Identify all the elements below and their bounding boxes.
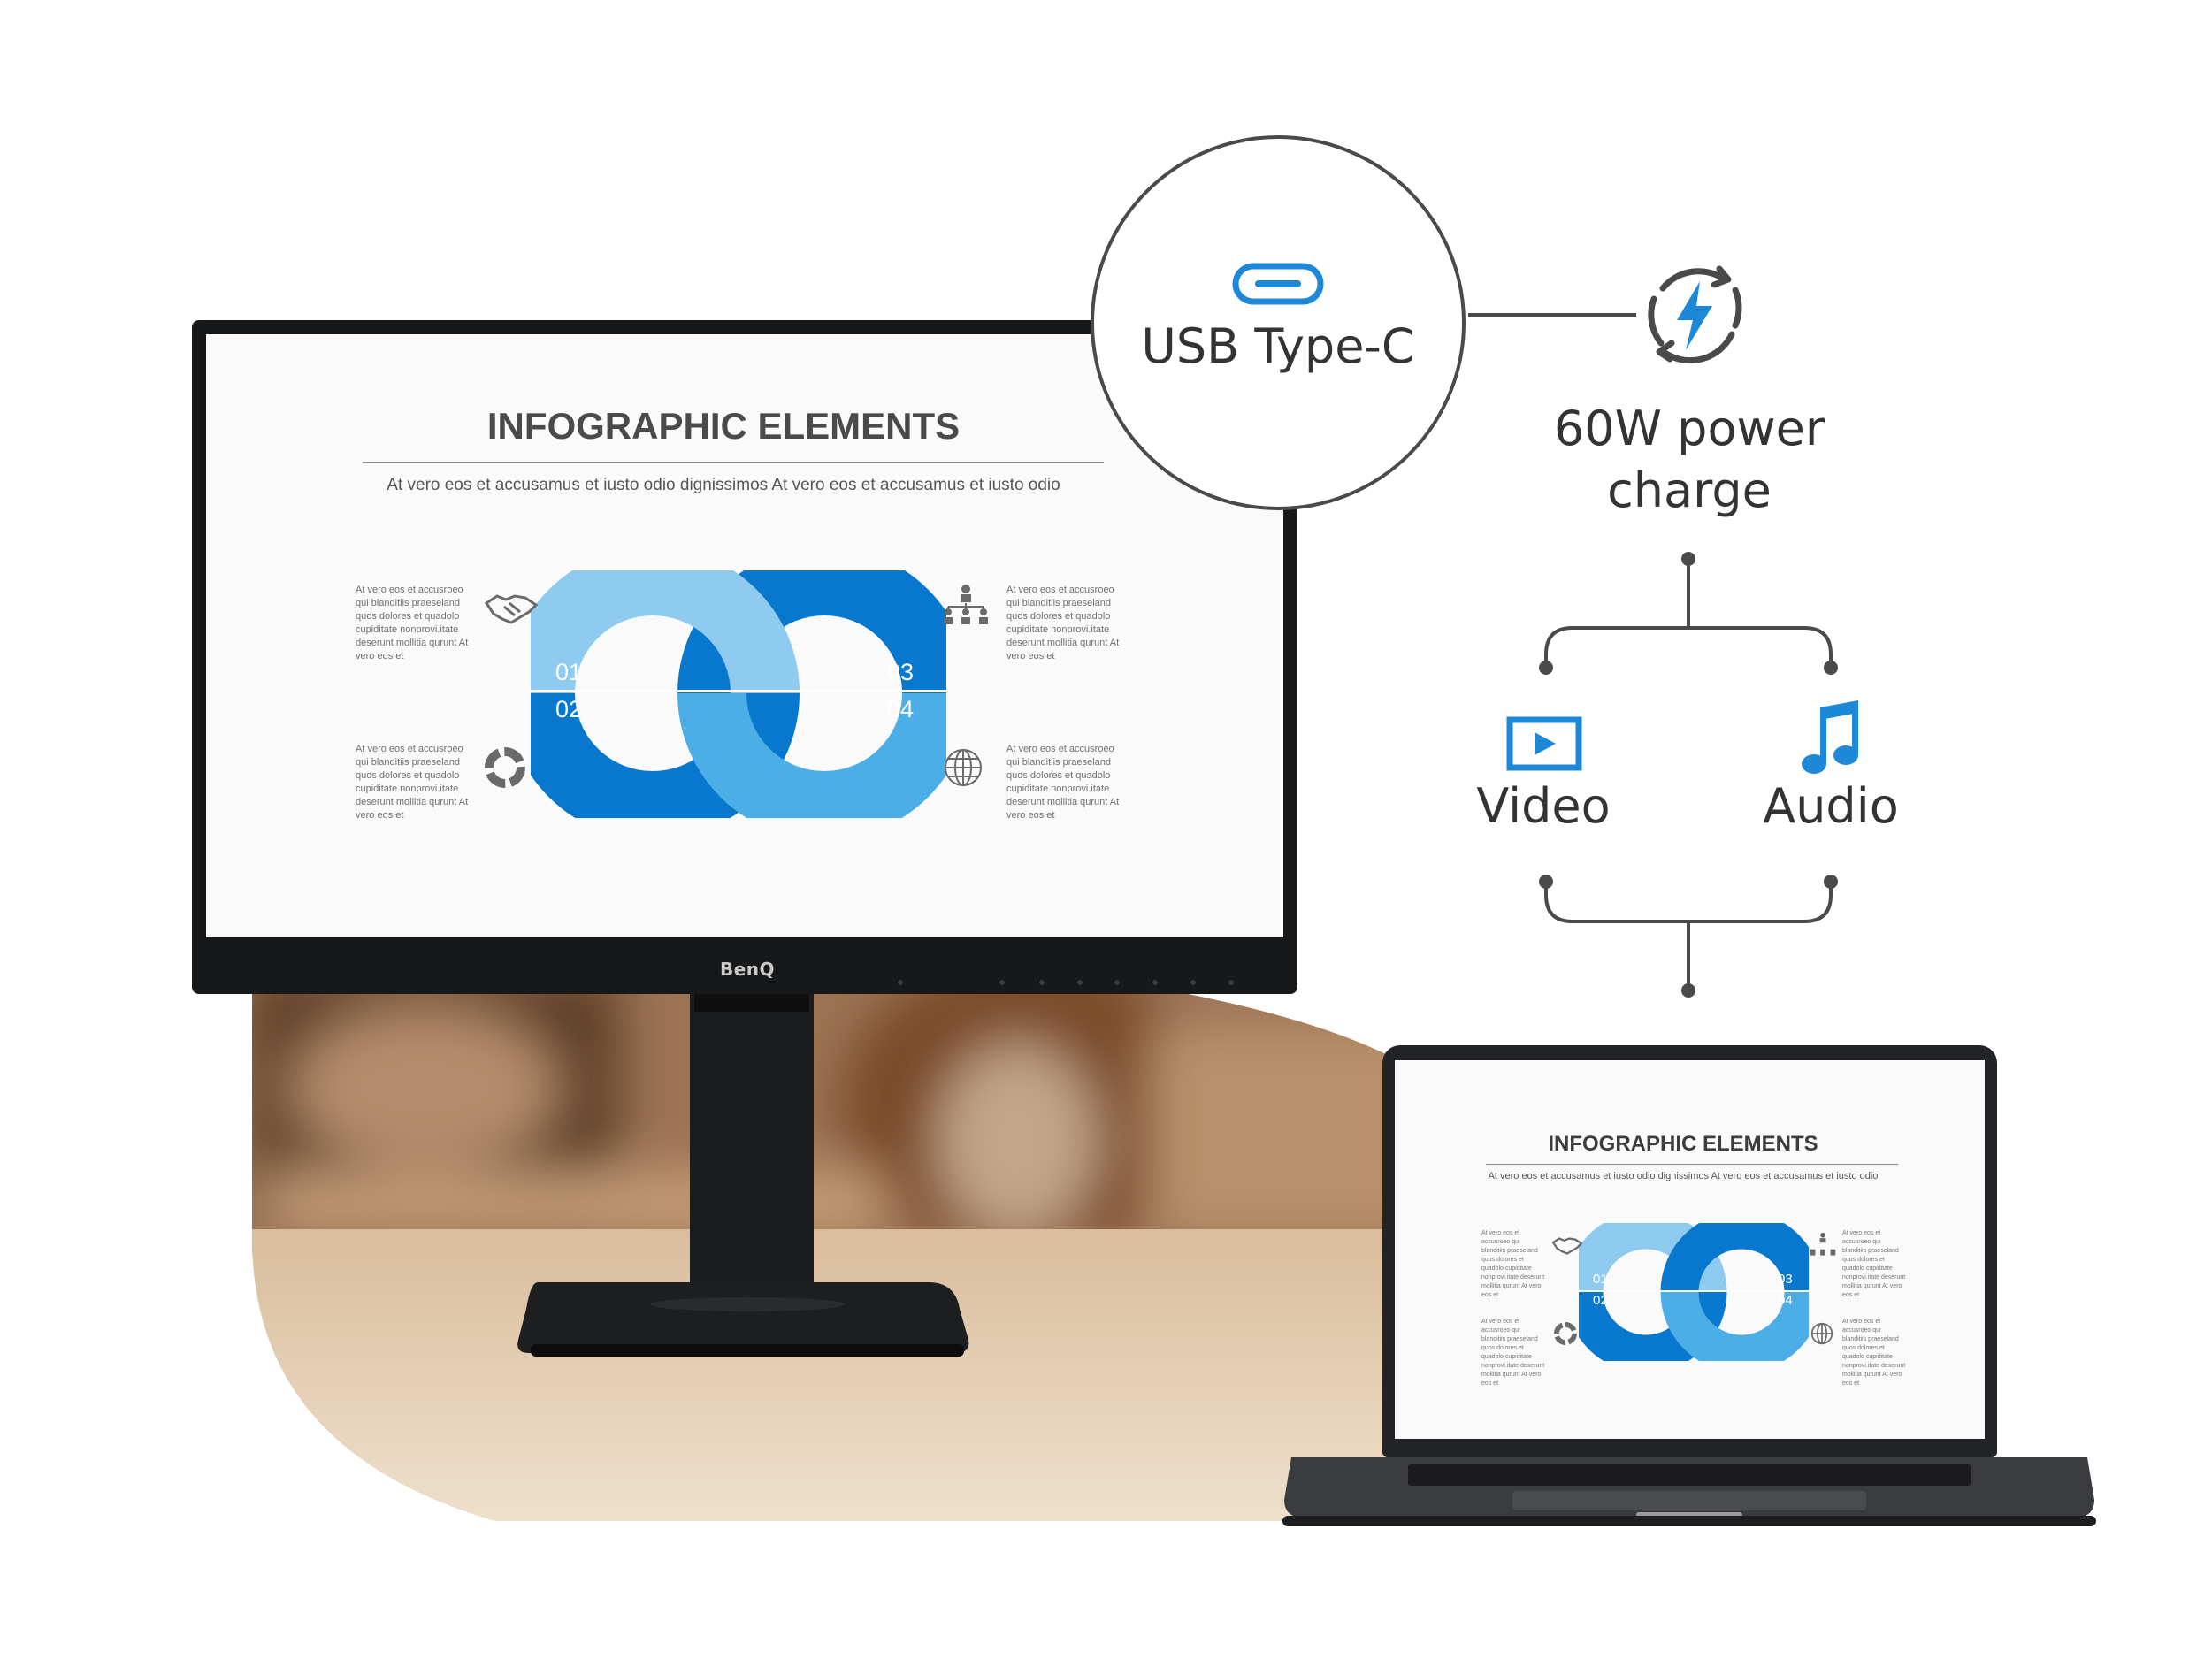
handshake-icon — [1552, 1237, 1582, 1255]
monitor-power-button[interactable] — [999, 980, 1005, 985]
monitor-stand — [517, 990, 969, 1357]
monitor-infographic-title: INFOGRAPHIC ELEMENTS — [486, 405, 961, 447]
monitor-segment-label: 04 — [887, 696, 915, 722]
monitor-button[interactable] — [1114, 980, 1120, 985]
monitor-button[interactable] — [1152, 980, 1158, 985]
pie-chart-icon — [485, 747, 525, 788]
monitor-paragraph-bottom-right: At vero eos et accusroeo qui blanditiis … — [1006, 744, 1120, 821]
laptop-base — [1282, 1457, 2096, 1526]
pie-chart-icon — [1554, 1322, 1577, 1345]
laptop-paragraph-top-right: At vero eos et accusroeo qui blanditiis … — [1842, 1230, 1906, 1298]
video-label: Video — [1476, 778, 1611, 834]
monitor-button[interactable] — [1039, 980, 1045, 985]
monitor-button[interactable] — [1077, 980, 1083, 985]
laptop-segment-label: 01 — [1593, 1272, 1608, 1287]
usb-callout-circle — [1091, 135, 1466, 510]
laptop-paragraph-bottom-right: At vero eos et accusroeo qui blanditiis … — [1842, 1319, 1906, 1387]
laptop-segment-label: 02 — [1593, 1293, 1608, 1308]
org-chart-icon — [1810, 1232, 1836, 1256]
video-play-icon — [1506, 716, 1582, 771]
monitor-title-divider — [363, 462, 1104, 463]
usb-type-c-label: USB Type-C — [1141, 318, 1415, 374]
globe-icon — [945, 749, 982, 786]
audio-label: Audio — [1763, 778, 1899, 834]
monitor-segment-label: 02 — [555, 696, 583, 722]
monitor-button[interactable] — [898, 980, 903, 985]
handshake-icon — [485, 594, 538, 624]
power-charge-label-line1: 60W power — [1553, 401, 1825, 456]
monitor-button[interactable] — [1228, 980, 1234, 985]
connector-lines — [1468, 313, 1838, 998]
org-chart-icon — [944, 585, 988, 624]
laptop-paragraph-top-left: At vero eos et accusroeo qui blanditiis … — [1481, 1230, 1545, 1298]
globe-icon — [1810, 1322, 1833, 1345]
laptop-paragraph-bottom-left: At vero eos et accusroeo qui blanditiis … — [1481, 1319, 1545, 1387]
monitor-paragraph-top-left: At vero eos et accusroeo qui blanditiis … — [356, 585, 469, 661]
laptop-title-divider — [1486, 1164, 1898, 1165]
usb-c-port-icon — [1232, 263, 1324, 305]
monitor-brand-logo: BenQ — [719, 959, 776, 980]
laptop-infographic-title: INFOGRAPHIC ELEMENTS — [1548, 1132, 1818, 1156]
monitor-infinity-diagram — [531, 570, 946, 818]
laptop-segment-label: 03 — [1778, 1272, 1793, 1287]
lightning-charge-icon — [1648, 265, 1742, 364]
power-charge-label-line2: charge — [1607, 463, 1772, 518]
monitor-button[interactable] — [1190, 980, 1196, 985]
monitor-segment-label: 03 — [887, 659, 915, 685]
monitor-paragraph-bottom-left: At vero eos et accusroeo qui blanditiis … — [356, 744, 469, 821]
monitor-paragraph-top-right: At vero eos et accusroeo qui blanditiis … — [1006, 585, 1120, 661]
laptop-infographic-subtitle: At vero eos et accusamus et iusto odio d… — [1488, 1171, 1879, 1181]
laptop-segment-label: 04 — [1778, 1293, 1793, 1308]
monitor-infographic-subtitle: At vero eos et accusamus et iusto odio d… — [387, 476, 1060, 494]
monitor-segment-label: 01 — [555, 659, 583, 685]
laptop-infinity-diagram — [1579, 1223, 1809, 1361]
music-note-icon — [1802, 700, 1858, 774]
